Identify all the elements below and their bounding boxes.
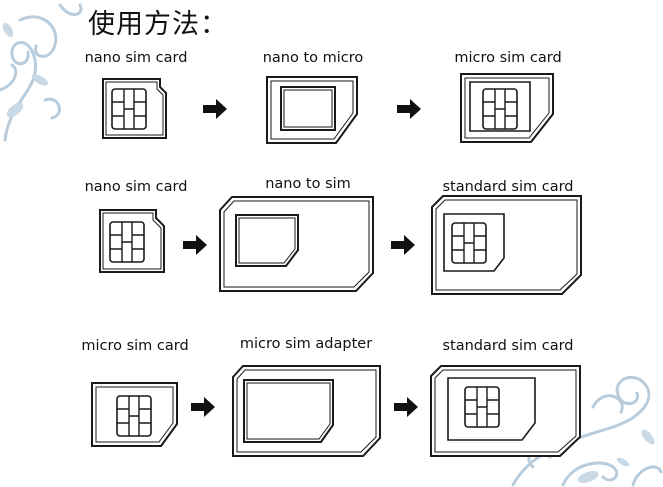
- floral-swirl-icon: [0, 3, 83, 142]
- adapter-icon: [219, 196, 374, 292]
- arrow-right-icon: [391, 235, 415, 255]
- label-nano-sim-card: nano sim card: [84, 50, 188, 66]
- arrow-right-icon: [203, 99, 227, 119]
- arrow-right-icon: [397, 99, 421, 119]
- label-micro-sim-adapter: micro sim adapter: [239, 336, 373, 352]
- label-nano-to-sim: nano to sim: [265, 176, 351, 192]
- sim-card-icon: [102, 78, 167, 139]
- label-nano-sim-card: nano sim card: [84, 179, 188, 195]
- label-micro-sim-card: micro sim card: [454, 50, 562, 66]
- label-standard-sim-card: standard sim card: [442, 179, 574, 195]
- label-micro-sim-card: micro sim card: [81, 338, 189, 354]
- sim-card-icon: [430, 365, 581, 457]
- adapter-icon: [232, 365, 381, 457]
- page-title: 使用方法：: [88, 9, 228, 40]
- arrow-right-icon: [394, 397, 418, 417]
- sim-card-icon: [431, 195, 582, 295]
- sim-card-icon: [99, 209, 165, 273]
- label-standard-sim-card: standard sim card: [442, 338, 574, 354]
- sim-card-icon: [460, 73, 554, 143]
- label-nano-to-micro: nano to micro: [262, 50, 364, 66]
- arrow-right-icon: [191, 397, 215, 417]
- adapter-icon: [266, 76, 358, 144]
- sim-card-icon: [91, 382, 178, 447]
- arrow-right-icon: [183, 235, 207, 255]
